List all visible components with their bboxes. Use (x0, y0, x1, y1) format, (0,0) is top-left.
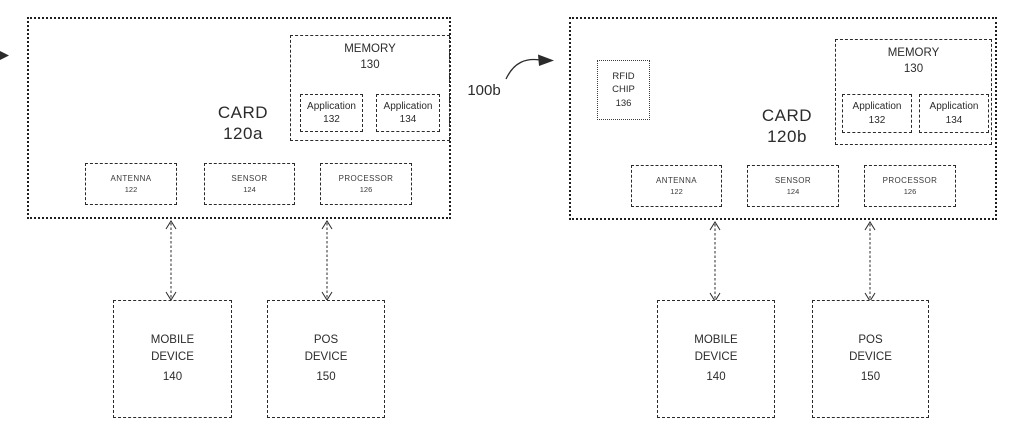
antenna-label: ANTENNA (655, 176, 698, 185)
application-ref: 134 (945, 114, 963, 126)
processor-ref: 126 (359, 185, 373, 194)
application-title: Application (307, 100, 356, 112)
card-120b-box: RFID CHIP 136 CARD 120b MEMORY 130 Appli… (569, 17, 997, 220)
device-name-line2: DEVICE (304, 350, 348, 363)
application-ref: 132 (868, 114, 886, 126)
device-ref: 140 (706, 371, 726, 384)
card-120b-title: CARD 120b (725, 105, 849, 148)
edge-arrow-fragment-icon (0, 51, 9, 60)
device-name-line2: DEVICE (849, 350, 892, 363)
application-134-box: Application 134 (376, 94, 440, 132)
application-title: Application (383, 100, 433, 112)
pos-device-box-left: POS DEVICE 150 (267, 300, 385, 418)
processor-label: PROCESSOR (882, 176, 938, 185)
double-arrow-card120b-pos-icon (864, 221, 876, 302)
memory-label: MEMORY 130 (291, 36, 449, 73)
processor-box-120b: PROCESSOR 126 (864, 165, 956, 207)
mobile-device-box-right: MOBILE DEVICE 140 (657, 300, 775, 418)
rfid-ref: 136 (615, 97, 632, 109)
memory-box-120a: MEMORY 130 Application 132 Application 1… (290, 35, 450, 141)
sensor-label: SENSOR (231, 174, 268, 183)
memory-ref: 130 (360, 58, 380, 71)
antenna-ref: 122 (670, 187, 683, 196)
device-ref: 140 (162, 371, 183, 384)
application-132-box: Application 132 (300, 94, 363, 132)
card-120b-ref: 120b (767, 127, 807, 147)
processor-box-120a: PROCESSOR 126 (320, 163, 412, 205)
sensor-ref: 124 (243, 185, 256, 194)
card-120a-title-text: CARD (217, 103, 269, 122)
sensor-label: SENSOR (774, 176, 812, 185)
memory-title-text: MEMORY (344, 43, 396, 55)
double-arrow-card120a-pos-icon (321, 220, 333, 301)
application-title: Application (852, 101, 902, 112)
rfid-chip-box: RFID CHIP 136 (597, 60, 650, 120)
memory-label: MEMORY 130 (836, 40, 991, 77)
sensor-ref: 124 (786, 187, 800, 196)
sensor-box-120b: SENSOR 124 (747, 165, 839, 207)
rfid-label-line1: RFID (612, 71, 635, 83)
device-name-line2: DEVICE (151, 350, 194, 363)
rfid-label-line2: CHIP (612, 84, 635, 96)
device-name-line1: POS (858, 333, 883, 346)
double-arrow-card120a-mobile-icon (165, 220, 177, 301)
memory-title-text: MEMORY (887, 47, 940, 59)
curved-arrow-icon (505, 54, 554, 80)
figure-reference-label: 100b (467, 82, 501, 99)
card-120a-ref: 120a (223, 124, 263, 144)
device-name-line1: MOBILE (150, 333, 195, 346)
application-title: Application (929, 101, 979, 112)
device-ref: 150 (316, 371, 336, 384)
device-name-line1: POS (313, 333, 339, 346)
memory-ref: 130 (903, 62, 924, 75)
antenna-ref: 122 (124, 185, 138, 194)
mobile-device-box-left: MOBILE DEVICE 140 (113, 300, 232, 418)
pos-device-box-right: POS DEVICE 150 (812, 300, 929, 418)
application-134-box: Application 134 (919, 94, 989, 133)
double-arrow-card120b-mobile-icon (709, 221, 721, 302)
antenna-box-120a: ANTENNA 122 (85, 163, 177, 205)
sensor-box-120a: SENSOR 124 (204, 163, 295, 205)
card-120a-box: CARD 120a MEMORY 130 Application 132 App… (27, 17, 451, 219)
application-ref: 134 (399, 114, 417, 125)
processor-ref: 126 (903, 187, 917, 196)
device-name-line1: MOBILE (694, 333, 738, 346)
device-ref: 150 (860, 371, 881, 384)
processor-label: PROCESSOR (338, 174, 394, 183)
antenna-box-120b: ANTENNA 122 (631, 165, 722, 207)
card-120b-title-text: CARD (761, 106, 813, 125)
device-name-line2: DEVICE (694, 350, 738, 363)
application-132-box: Application 132 (842, 94, 912, 133)
antenna-label: ANTENNA (110, 174, 152, 183)
memory-box-120b: MEMORY 130 Application 132 Application 1… (835, 39, 992, 145)
application-ref: 132 (323, 114, 340, 125)
card-120a-title: CARD 120a (181, 102, 305, 145)
